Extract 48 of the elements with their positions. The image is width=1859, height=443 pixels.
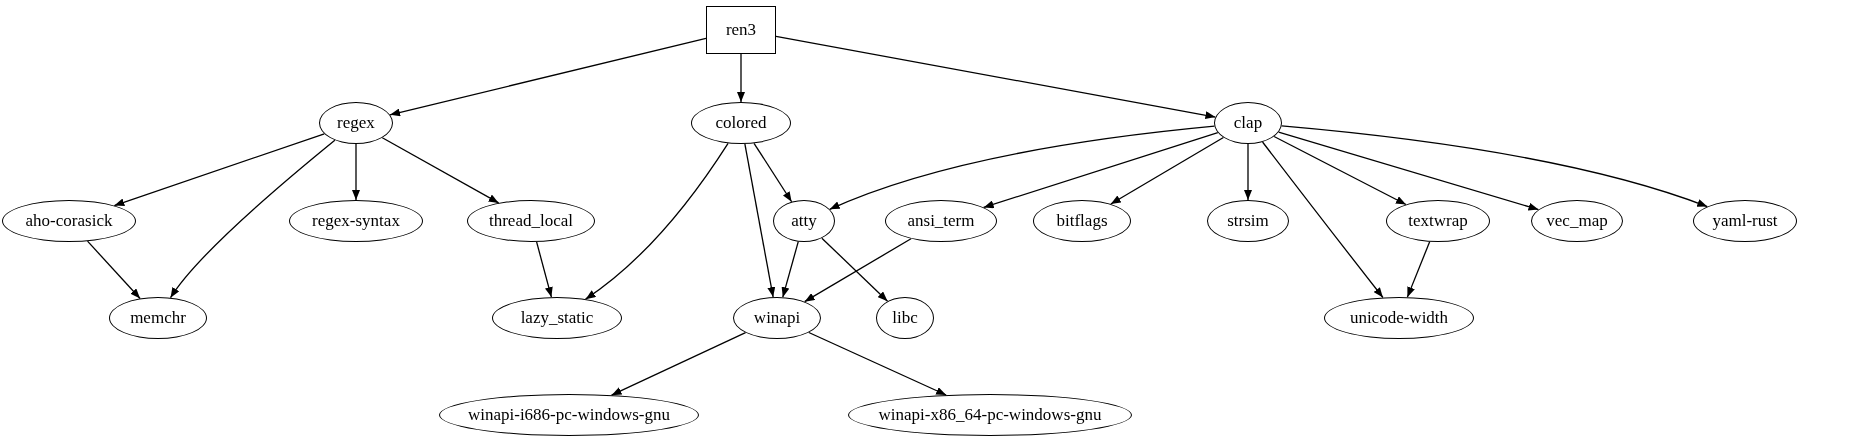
arrow [535,241,553,298]
package-name: libc [892,308,918,328]
arrow [1244,143,1252,201]
arrow [1261,141,1384,299]
package-name: winapi-i686-pc-windows-gnu [467,405,671,425]
package-name: thread_local [489,211,573,231]
package-name: yaml-rust [1712,211,1778,231]
arrow [983,132,1219,209]
arrow [1273,135,1407,206]
arrow [86,240,141,300]
arrow [775,35,1217,120]
arrow [584,142,729,300]
package-name: winapi-x86_64-pc-windows-gnu [878,405,1102,425]
arrow [829,125,1216,210]
arrow [113,133,325,207]
arrow [381,137,500,204]
package-name: lazy_static [520,308,594,328]
arrow [169,139,336,299]
arrow [352,143,360,201]
arrow [781,241,799,298]
arrow [1110,136,1225,205]
package-name: atty [791,211,817,231]
package-name: colored [715,113,767,133]
arrow [737,53,745,103]
package-name: aho-corasick [25,211,113,231]
arrow [808,331,947,396]
package-name: textwrap [1408,211,1468,231]
package-name: memchr [130,308,186,328]
package-name: ansi_term [907,211,975,231]
arrow [753,142,793,203]
package-name: bitflags [1056,211,1108,231]
package-name: winapi [753,308,801,328]
arrow [1406,241,1431,298]
package-name: strsim [1227,211,1269,231]
arrow [744,143,776,298]
root-package-box [706,6,776,54]
arrow [821,237,889,302]
arrow [804,238,912,303]
package-name: regex-syntax [312,211,400,231]
arrow [1281,125,1708,208]
package-name: clap [1233,113,1263,133]
package-name: ren3 [725,20,757,40]
package-name: vec_map [1546,211,1608,231]
arrow [389,37,707,117]
arrow [1277,131,1540,211]
arrow [610,332,747,396]
package-name: regex [337,113,375,133]
package-name: unicode-width [1349,308,1449,328]
